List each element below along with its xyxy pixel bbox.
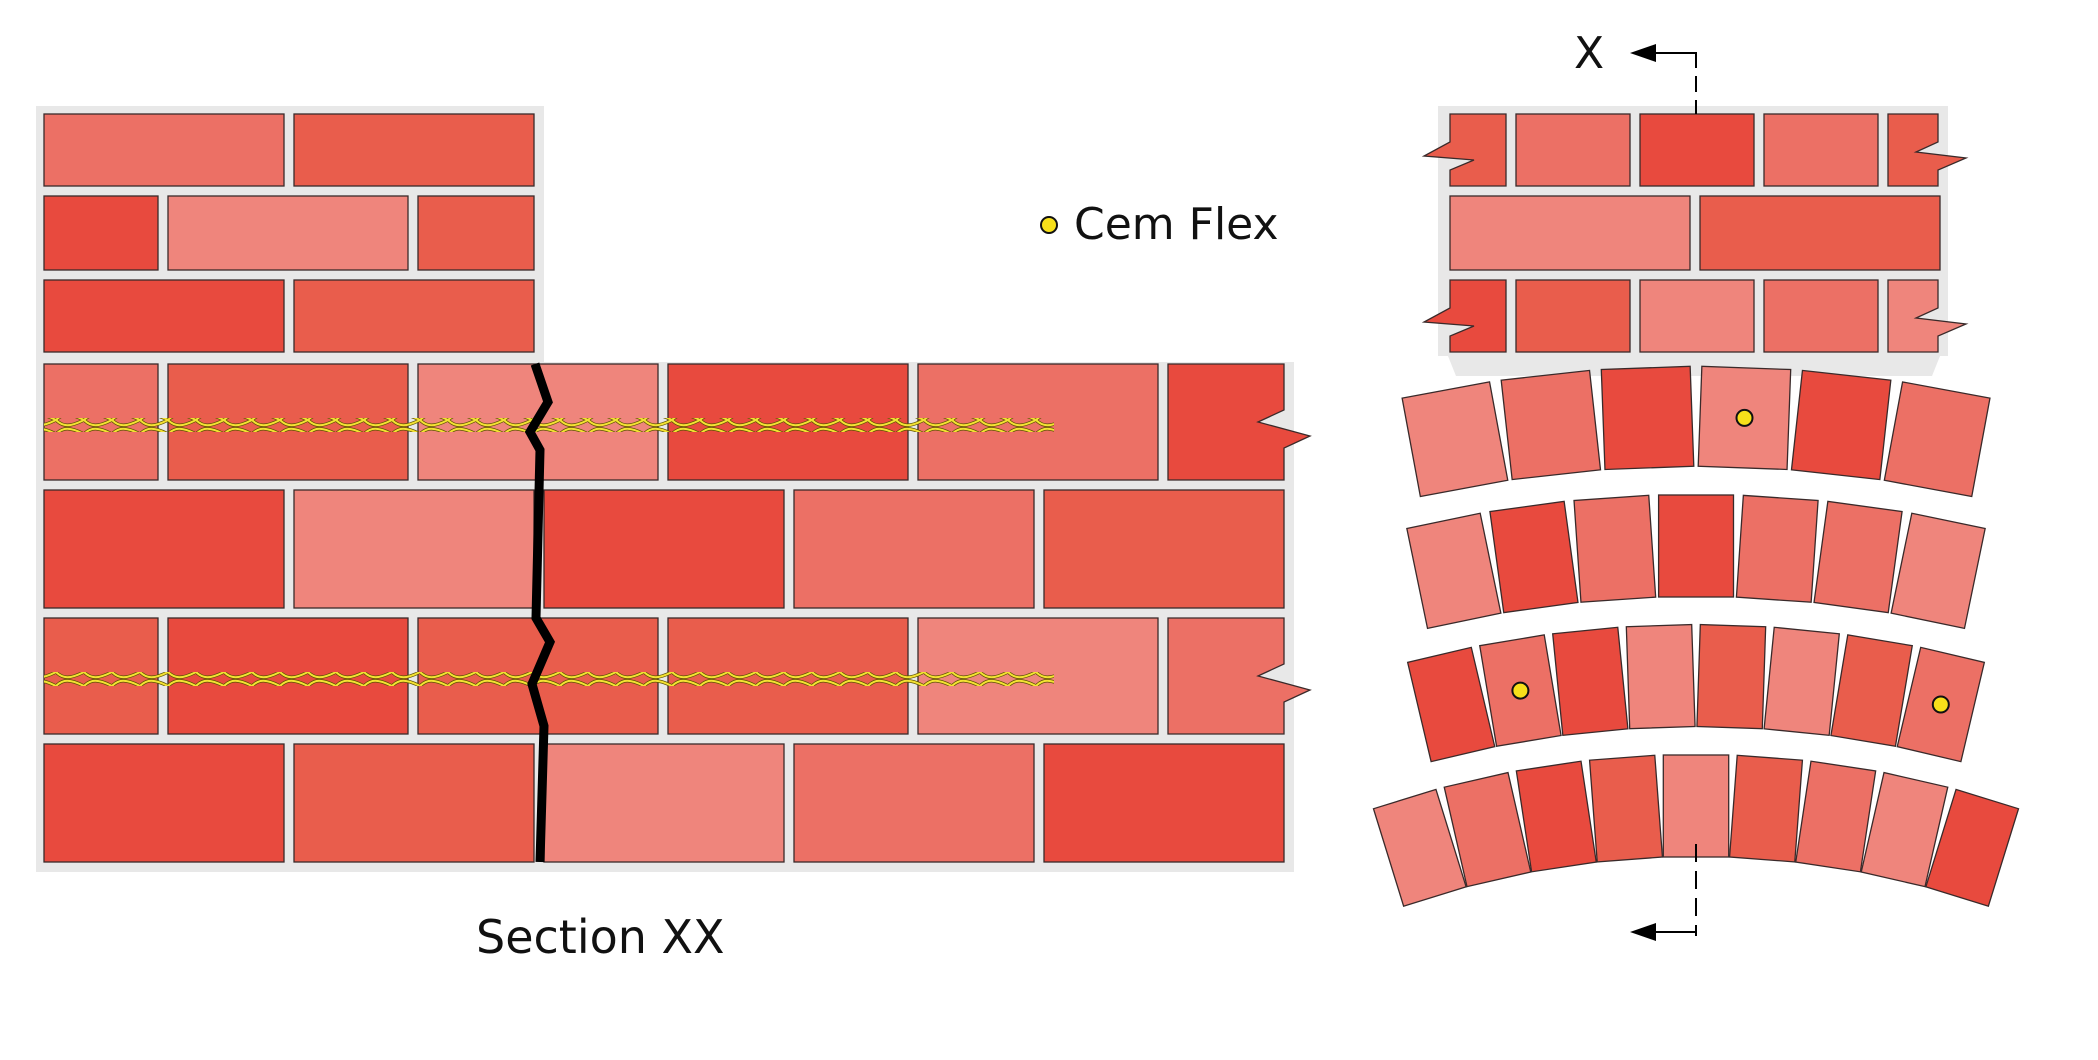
brick-broken-end	[1887, 113, 1969, 187]
voussoir-brick	[1657, 494, 1735, 598]
brick-broken-end	[1167, 363, 1312, 481]
brick-broken-end	[1421, 113, 1507, 187]
brick	[43, 195, 159, 271]
section-title: Section XX	[476, 910, 725, 964]
brick	[293, 489, 535, 609]
legend: Cem Flex	[1040, 199, 1279, 250]
brick	[1515, 279, 1631, 353]
brick	[293, 743, 535, 863]
voussoir-brick	[1372, 788, 1467, 908]
voussoir-brick	[1588, 754, 1664, 863]
voussoir-brick	[1735, 494, 1819, 603]
voussoir-brick	[1860, 771, 1949, 888]
voussoir-brick	[1790, 369, 1892, 481]
arch-rings	[1372, 365, 2020, 908]
voussoir-brick	[1813, 500, 1903, 614]
brick-broken-end	[1421, 279, 1507, 353]
brick	[1639, 113, 1755, 187]
brick	[1043, 489, 1285, 609]
brick	[543, 743, 785, 863]
voussoir-brick	[1883, 381, 1991, 498]
voussoir-brick	[1795, 760, 1877, 873]
voussoir-brick	[1625, 623, 1696, 730]
helical-tie-lower	[44, 672, 1054, 686]
brick	[543, 489, 785, 609]
voussoir-brick	[1500, 369, 1602, 481]
voussoir-brick	[1406, 646, 1496, 763]
elevation-wall	[36, 106, 1312, 872]
mortar-arch-transition	[1448, 356, 1940, 376]
voussoir-brick	[1573, 494, 1657, 603]
crack-line	[524, 362, 556, 863]
voussoir-brick	[1406, 512, 1502, 630]
brick	[417, 195, 535, 271]
brick	[43, 113, 285, 187]
brick-broken-end	[1887, 279, 1969, 353]
voussoir-brick	[1600, 365, 1695, 471]
helical-tie-upper	[44, 418, 1054, 432]
brick	[43, 743, 285, 863]
voussoir-brick	[1515, 760, 1597, 873]
arch-section: X	[1372, 28, 2020, 941]
section-arrow-bottom-head	[1630, 923, 1656, 941]
brick	[793, 489, 1035, 609]
section-arrow-top-head	[1630, 44, 1656, 62]
voussoir-brick	[1830, 634, 1914, 748]
cem-flex-marker-icon	[1511, 681, 1530, 700]
voussoir-brick	[1662, 754, 1730, 858]
brick	[1043, 743, 1285, 863]
brick	[1699, 195, 1941, 271]
voussoir-brick	[1443, 771, 1532, 888]
voussoir-brick	[1890, 512, 1986, 630]
section-marker-label: X	[1574, 28, 1604, 79]
brick	[167, 195, 409, 271]
brick	[43, 279, 285, 353]
voussoir-brick	[1763, 626, 1841, 737]
brick	[1449, 195, 1691, 271]
brick	[1763, 279, 1879, 353]
brick	[43, 489, 285, 609]
brick-broken-end	[1167, 617, 1312, 735]
voussoir-brick	[1925, 788, 2020, 908]
voussoir-brick	[1728, 754, 1804, 863]
cem-flex-marker-icon	[1735, 408, 1754, 427]
brick	[793, 743, 1035, 863]
voussoir-brick	[1696, 623, 1767, 730]
brick	[1763, 113, 1879, 187]
voussoir-brick	[1551, 626, 1629, 737]
voussoir-brick	[1401, 381, 1509, 498]
legend-label: Cem Flex	[1074, 199, 1279, 250]
brick	[293, 113, 535, 187]
voussoir-brick	[1489, 500, 1579, 614]
cem-flex-marker-icon	[1931, 695, 1950, 714]
brick	[1515, 113, 1631, 187]
brick	[1639, 279, 1755, 353]
cem-flex-marker-icon	[1040, 216, 1058, 234]
brick	[293, 279, 535, 353]
